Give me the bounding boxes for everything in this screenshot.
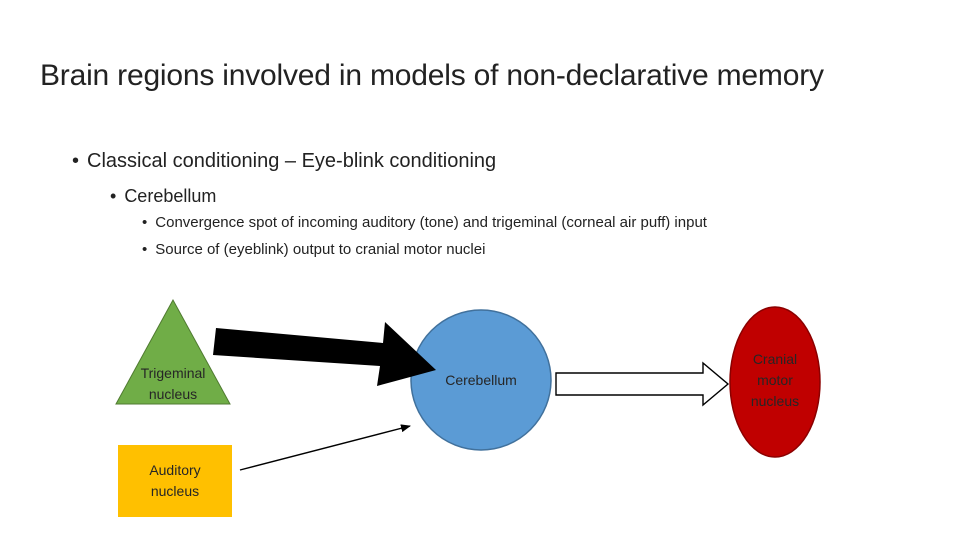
auditory-line2: nucleus [150,483,200,499]
bullet-dot: • [72,150,80,172]
cerebellum-label: Cerebellum [421,370,541,391]
bullet-level1-text: Classical conditioning – Eye-blink condi… [87,150,497,172]
trigeminal-line2: nucleus [148,386,198,402]
auditory-line1: Auditory [149,462,201,478]
cerebellum-text: Cerebellum [445,372,517,388]
cranial-line1: Cranial [752,351,798,367]
bullet-dot: • [110,186,117,206]
bullet-level2-text: Cerebellum [124,186,217,206]
trigeminal-nucleus-label: Trigeminal nucleus [118,363,228,405]
cranial-line2: motor [757,372,793,388]
thin-arrow [239,424,411,471]
bullet-dot: • [142,241,148,258]
bullet-level2: • Cerebellum [110,183,216,209]
bullet-level3-item: • Convergence spot of incoming auditory (… [142,212,707,234]
trigeminal-nucleus-shape [115,298,231,405]
trigeminal-line1: Trigeminal [140,365,206,381]
thick-arrow [213,322,436,386]
cranial-motor-nucleus-shape [729,306,821,458]
auditory-nucleus-label: Auditory nucleus [118,460,232,502]
bullet-level3-text: Source of (eyeblink) output to cranial m… [155,241,486,258]
bullet-level1: • Classical conditioning – Eye-blink cond… [72,147,496,175]
cranial-motor-nucleus-label: Cranial motor nucleus [730,349,820,412]
bullet-level3-item: • Source of (eyeblink) output to cranial … [142,239,485,261]
bullet-list: • Classical conditioning – Eye-blink cond… [72,147,707,261]
slide-title: Brain regions involved in models of non-… [40,59,824,92]
cranial-line3: nucleus [750,393,800,409]
output-arrow [555,361,730,407]
cerebellum-shape [410,309,552,451]
bullet-level3-text: Convergence spot of incoming auditory (t… [155,214,707,231]
auditory-nucleus-shape [118,445,232,517]
bullet-dot: • [142,214,148,231]
